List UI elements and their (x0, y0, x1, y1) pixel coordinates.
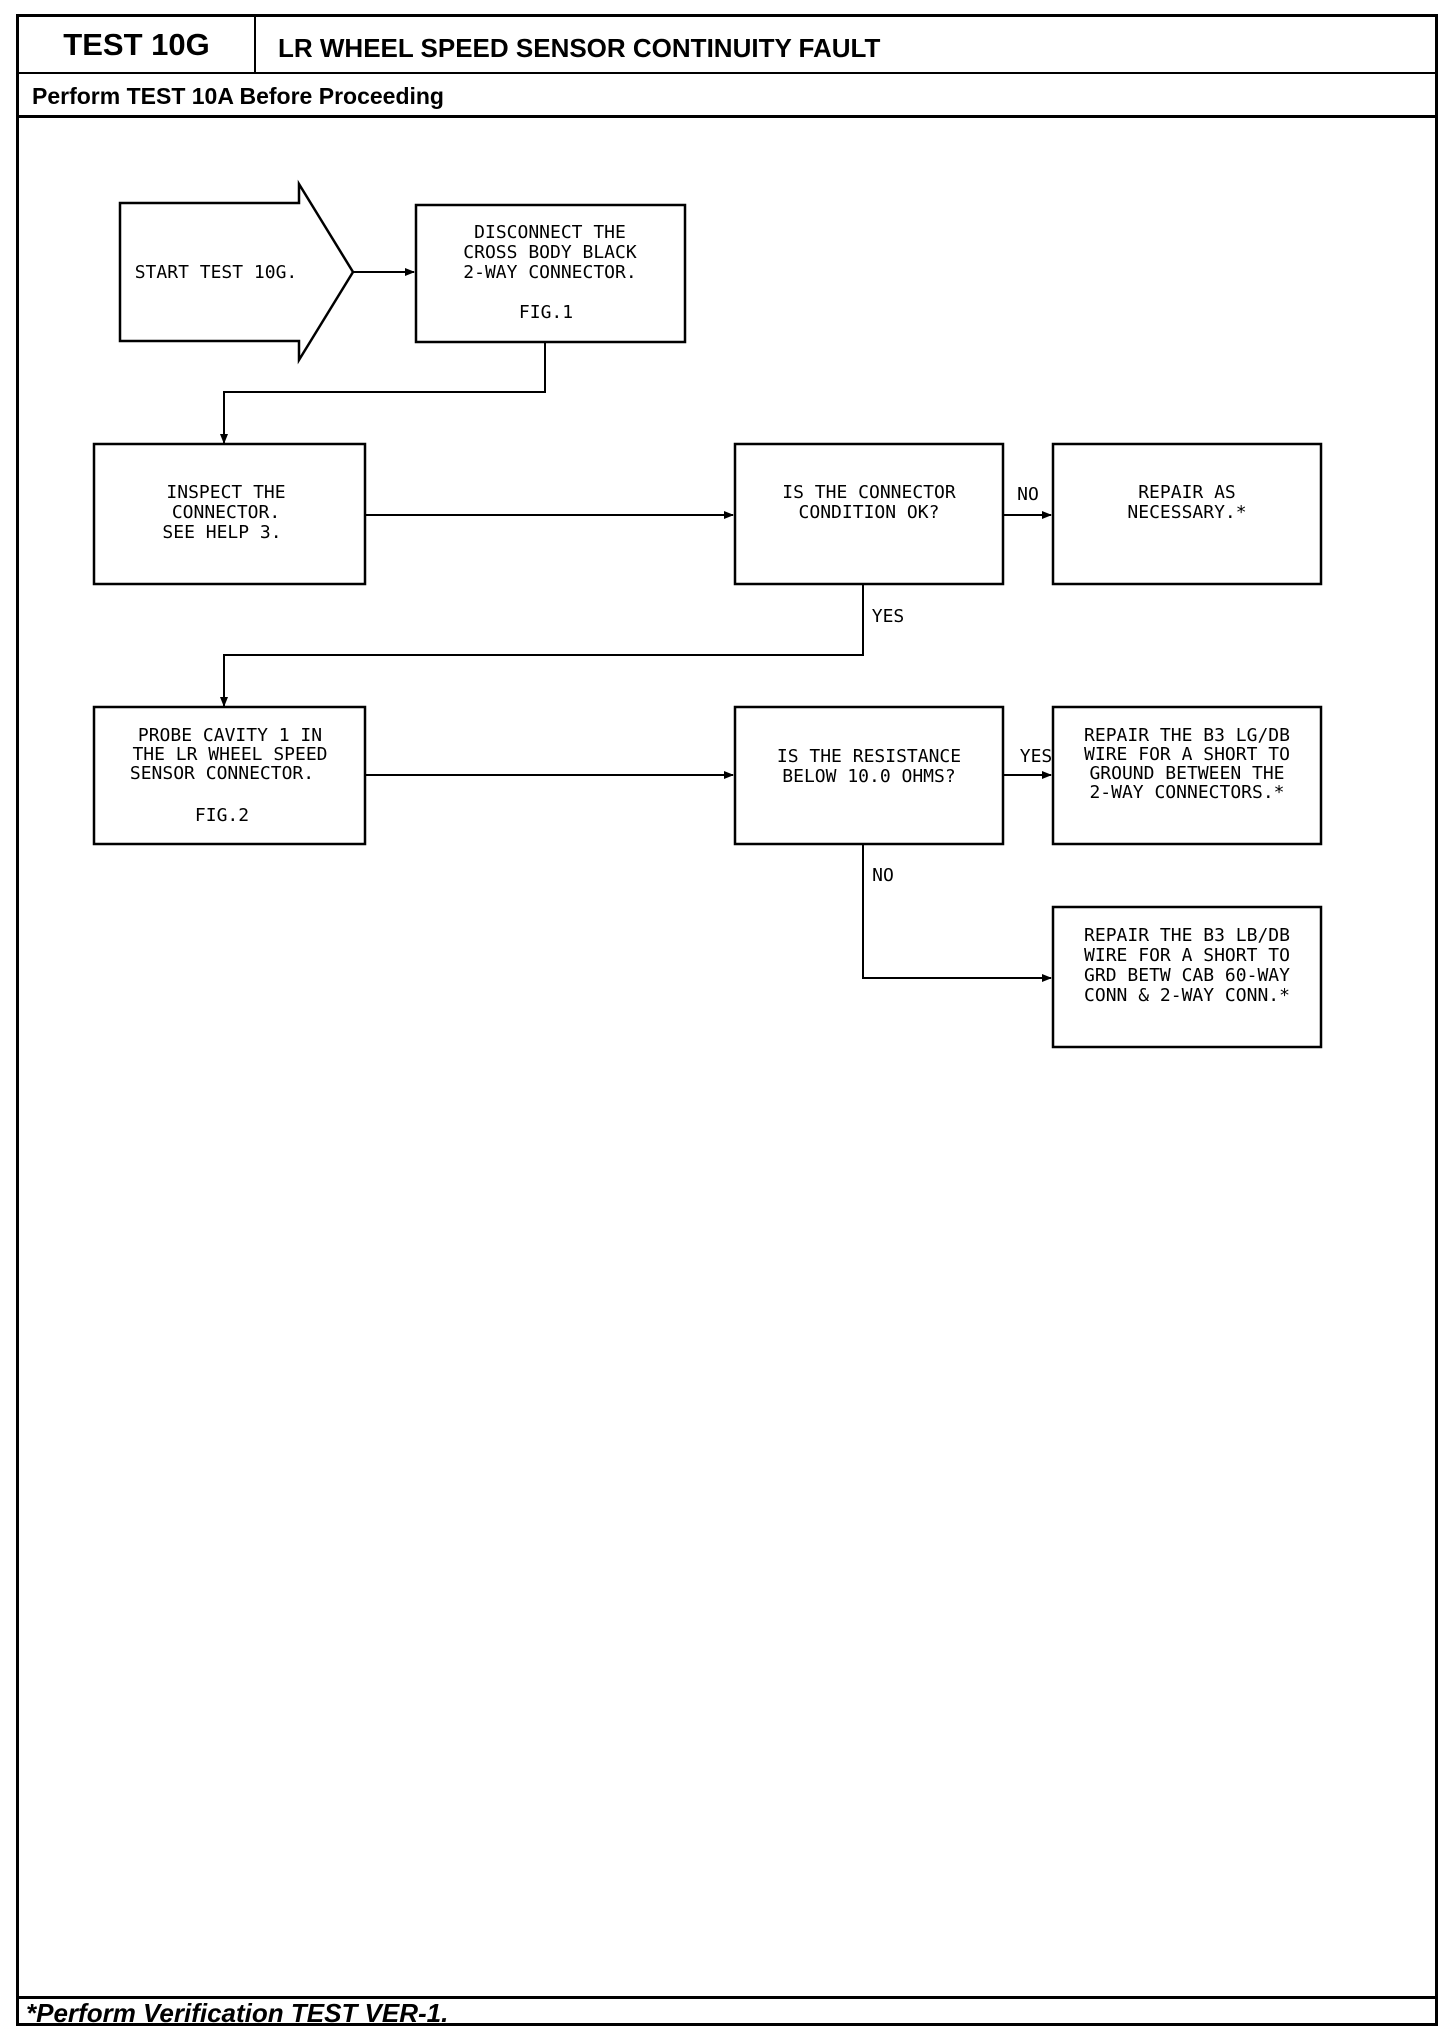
probe-node: PROBE CAVITY 1 IN THE LR WHEEL SPEED SEN… (92, 705, 367, 846)
connector-ok-node: IS THE CONNECTOR CONDITION OK? (733, 442, 1005, 586)
footer-note: *Perform Verification TEST VER-1. (26, 1998, 449, 2028)
disconnect-node: DISCONNECT THE CROSS BODY BLACK 2-WAY CO… (414, 203, 687, 344)
disconnect-line-2: CROSS BODY BLACK (463, 242, 637, 263)
header-row (16, 14, 1438, 74)
edge-label-yes-1: YES (872, 606, 905, 627)
prerequisite-note: Perform TEST 10A Before Proceeding (32, 83, 444, 109)
probe-line-3: SENSOR CONNECTOR. (130, 763, 314, 784)
repair-lg-db-node: REPAIR THE B3 LG/DB WIRE FOR A SHORT TO … (1051, 705, 1323, 846)
repair-lb-db-line-4: CONN & 2-WAY CONN.* (1084, 985, 1290, 1006)
probe-line-1: PROBE CAVITY 1 IN (138, 725, 322, 746)
test-id: TEST 10G (19, 17, 256, 72)
start-node: START TEST 10G. (118, 179, 355, 365)
page-frame (16, 14, 1438, 2026)
probe-fig: FIG.2 (195, 805, 249, 826)
edge-label-no-1: NO (1017, 484, 1039, 505)
repair-lg-db-line-1: REPAIR THE B3 LG/DB (1084, 725, 1290, 746)
header-divider (16, 115, 1438, 118)
inspect-line-2: CONNECTOR. (172, 502, 280, 523)
start-label: START TEST 10G. (135, 262, 298, 283)
repair-lb-db-line-3: GRD BETW CAB 60-WAY (1084, 965, 1290, 986)
repair-lb-db-node: REPAIR THE B3 LB/DB WIRE FOR A SHORT TO … (1051, 905, 1323, 1049)
repair-lg-db-line-4: 2-WAY CONNECTORS.* (1089, 782, 1284, 803)
connector-ok-line-2: CONDITION OK? (799, 502, 940, 523)
repair-lb-db-line-2: WIRE FOR A SHORT TO (1084, 945, 1290, 966)
inspect-node: INSPECT THE CONNECTOR. SEE HELP 3. (92, 442, 367, 586)
edge-label-no-2: NO (872, 865, 894, 886)
edge-resistance-no (862, 844, 1052, 982)
connector-ok-line-1: IS THE CONNECTOR (782, 482, 956, 503)
repair-as-necessary-line-2: NECESSARY.* (1127, 502, 1246, 523)
inspect-line-1: INSPECT THE (166, 482, 285, 503)
edge-disconnect-to-inspect (220, 342, 546, 444)
inspect-line-3: SEE HELP 3. (162, 522, 281, 543)
resistance-line-1: IS THE RESISTANCE (777, 746, 961, 767)
footer-divider (16, 1996, 1438, 1999)
disconnect-line-1: DISCONNECT THE (474, 222, 626, 243)
repair-lg-db-line-3: GROUND BETWEEN THE (1089, 763, 1284, 784)
edge-label-yes-2: YES (1020, 746, 1053, 767)
resistance-node: IS THE RESISTANCE BELOW 10.0 OHMS? (733, 705, 1005, 846)
repair-as-necessary-line-1: REPAIR AS (1138, 482, 1236, 503)
test-title: LR WHEEL SPEED SENSOR CONTINUITY FAULT (278, 33, 881, 63)
resistance-line-2: BELOW 10.0 OHMS? (782, 766, 955, 787)
disconnect-fig: FIG.1 (519, 302, 573, 323)
repair-as-necessary-node: REPAIR AS NECESSARY.* (1051, 442, 1323, 586)
edge-connector-ok-yes (220, 584, 864, 707)
probe-line-2: THE LR WHEEL SPEED (132, 744, 327, 765)
repair-lb-db-line-1: REPAIR THE B3 LB/DB (1084, 925, 1290, 946)
repair-lg-db-line-2: WIRE FOR A SHORT TO (1084, 744, 1290, 765)
disconnect-line-3: 2-WAY CONNECTOR. (463, 262, 636, 283)
